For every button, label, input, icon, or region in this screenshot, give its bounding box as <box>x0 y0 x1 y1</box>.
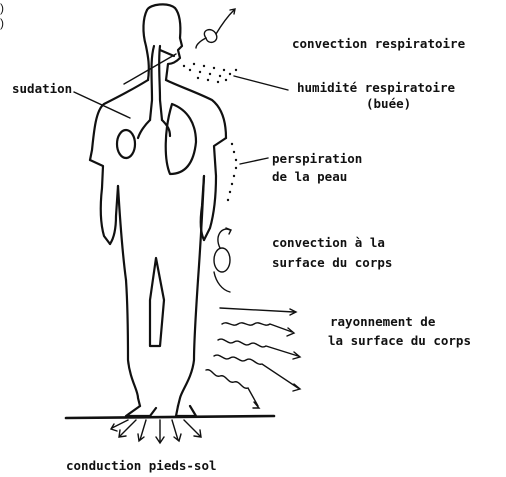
right-leg <box>178 280 198 406</box>
breath-vapour-dots <box>183 63 237 83</box>
radiation-arrow-4 <box>214 355 300 391</box>
radiation-arrow-3 <box>218 339 300 359</box>
left-leg <box>126 280 140 406</box>
label-humidite-respiratoire: humidité respiratoire <box>297 79 455 96</box>
torso-right <box>198 176 204 280</box>
skin-perspiration-dots <box>227 143 237 201</box>
radiation-arrow-2 <box>222 323 294 336</box>
label-perspiration: perspiration <box>272 150 362 167</box>
label-de-la-peau: de la peau <box>272 168 347 185</box>
radiation-arrow-1 <box>220 308 296 315</box>
left-arm <box>90 160 110 244</box>
surface-convection-arrow-2 <box>214 272 230 292</box>
label-conduction-pieds-sol: conduction pieds-sol <box>66 457 217 474</box>
surface-convection-swirl <box>214 248 230 272</box>
ground-line <box>66 416 274 418</box>
label-buee: (buée) <box>366 95 411 112</box>
label-sudation: sudation <box>12 80 72 97</box>
respiratory-swirl <box>204 30 216 43</box>
surface-convection-arrow-1 <box>218 228 231 248</box>
right-lung <box>166 104 196 174</box>
mouth-line <box>160 50 174 56</box>
label-convection-a-la: convection à la <box>272 234 385 251</box>
label-convection-respiratoire: convection respiratoire <box>292 35 465 52</box>
respiratory-swirl-arrow <box>216 9 235 34</box>
right-arm <box>204 138 226 240</box>
label-rayonnement-de: rayonnement de <box>330 313 435 330</box>
trachea <box>150 46 162 120</box>
label-surface-du-corps: surface du corps <box>272 254 392 271</box>
sweat-hand <box>117 130 135 158</box>
leader-perspiration <box>240 158 268 164</box>
shoulders-outline <box>90 80 148 160</box>
leader-humidite <box>234 76 288 90</box>
feet <box>126 406 196 416</box>
radiation-arrow-5 <box>206 370 259 408</box>
label-la-surface-du-corps: la surface du corps <box>328 332 471 349</box>
conduction-arrows <box>111 420 201 443</box>
torso-left <box>118 186 126 280</box>
inner-legs <box>150 258 164 346</box>
